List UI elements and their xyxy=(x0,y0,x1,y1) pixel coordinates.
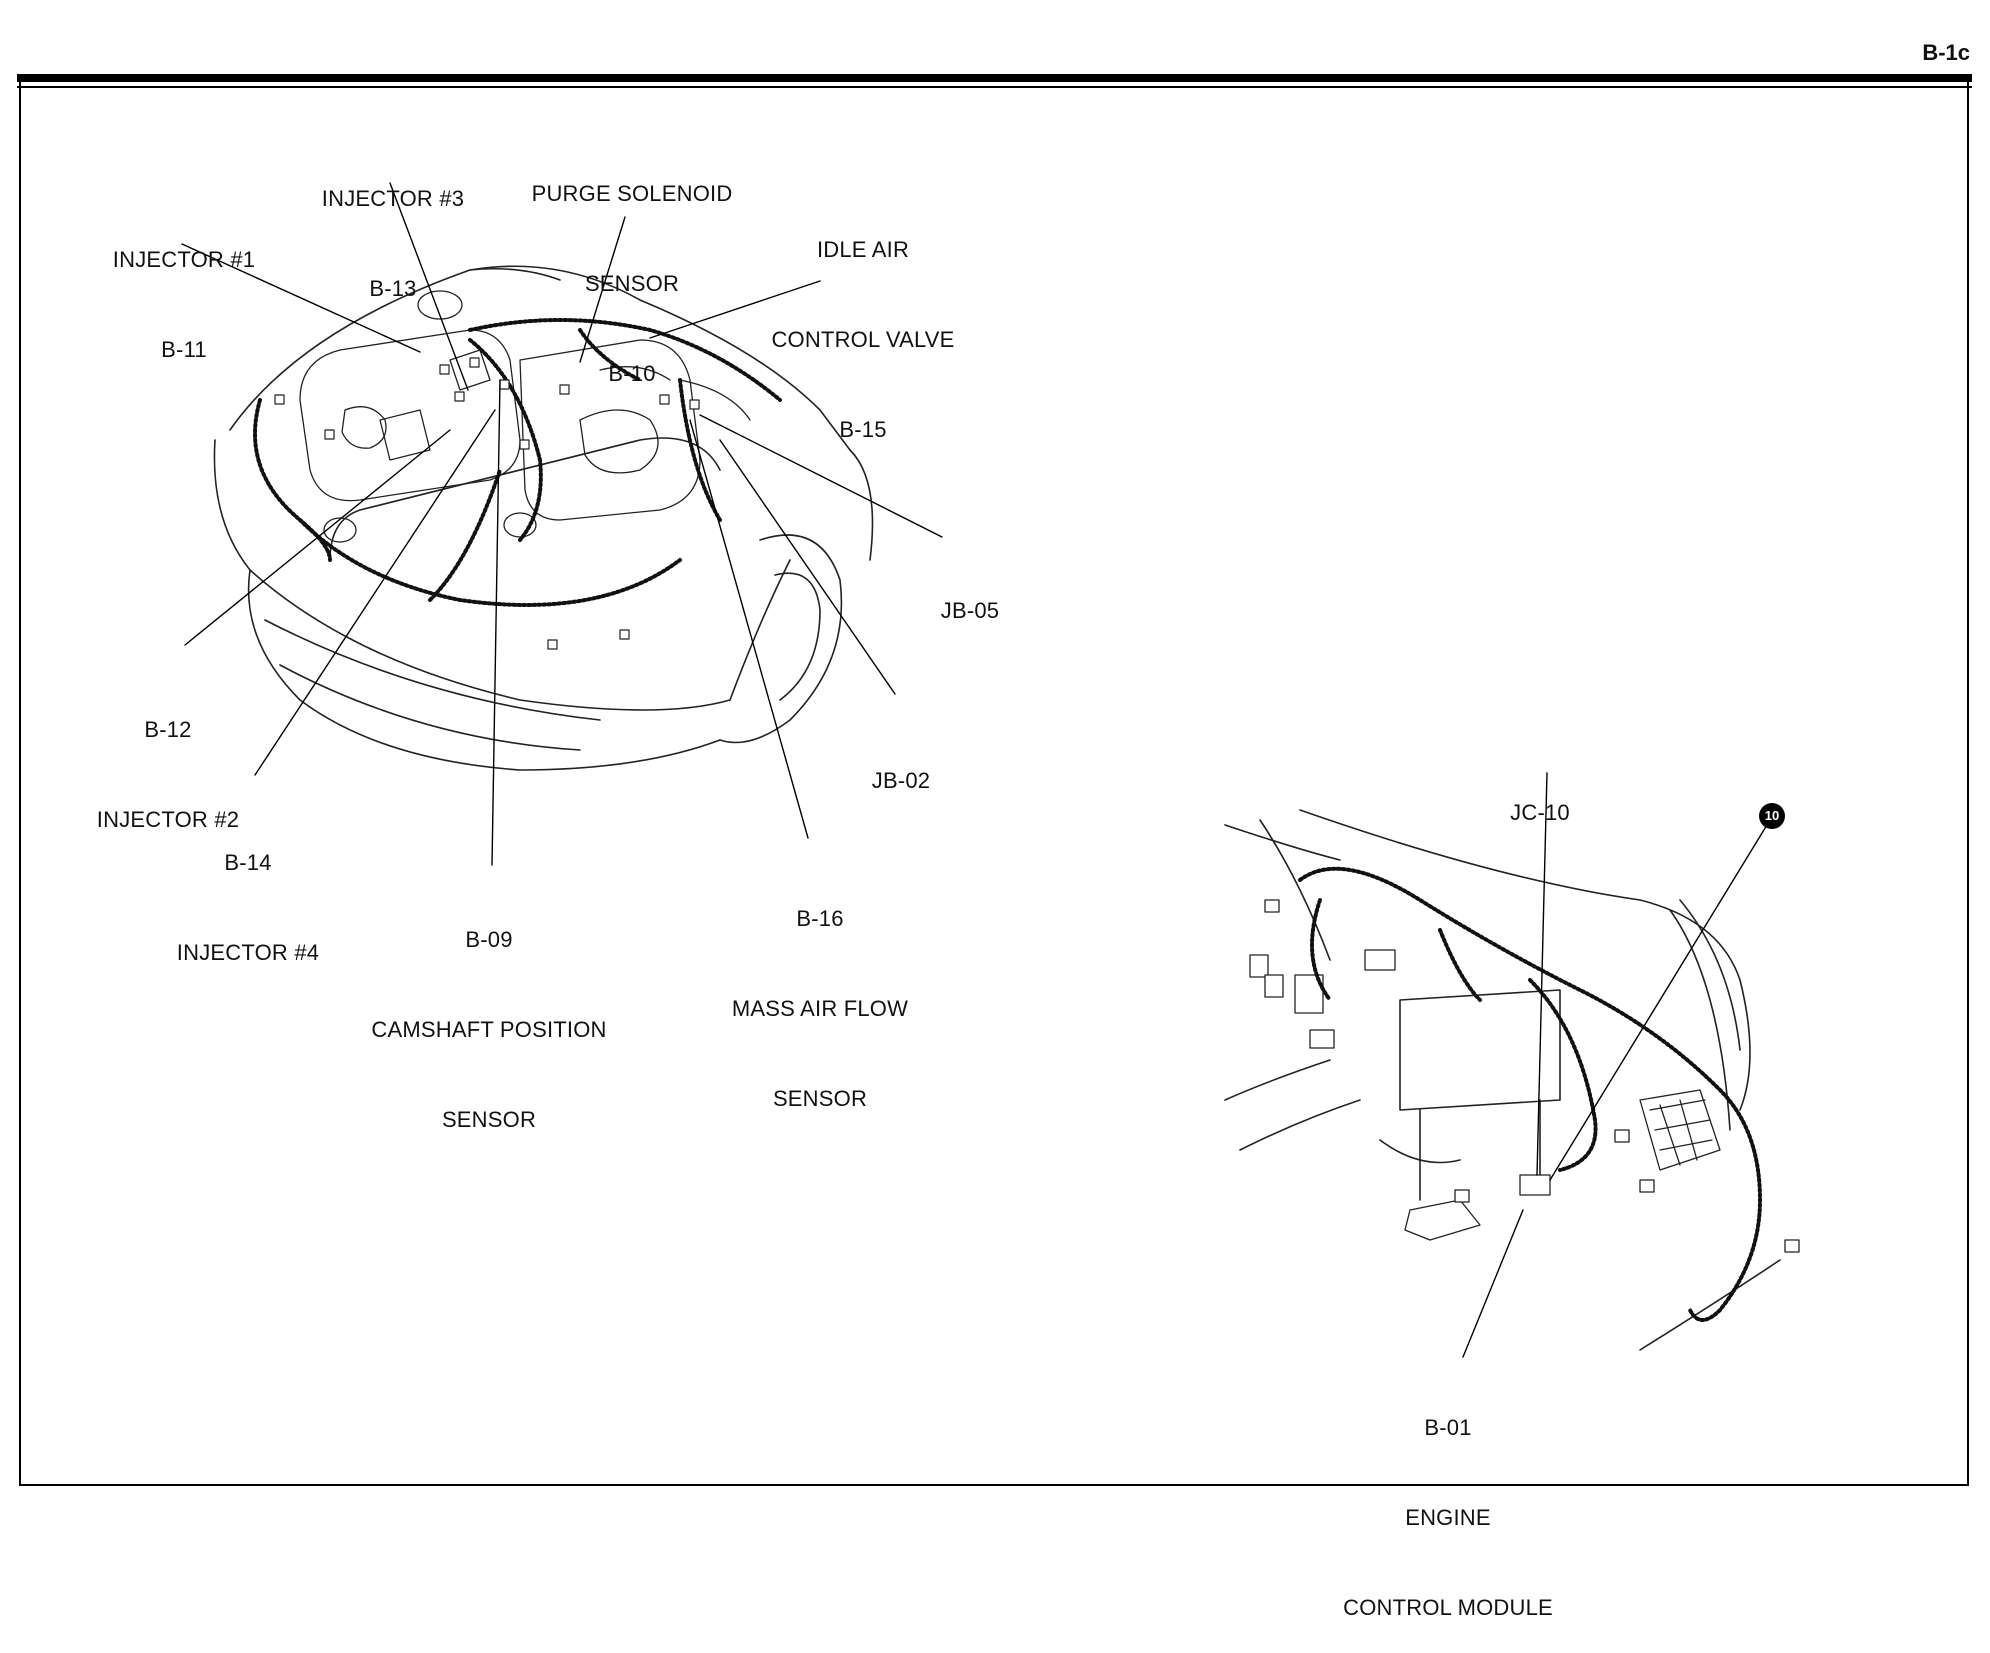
callout-purge-solenoid-sensor: PURGE SOLENOID SENSOR B-10 xyxy=(531,181,733,386)
callout-injector-2: B-12 INJECTOR #2 xyxy=(96,717,240,832)
callout-jb-05: JB-05 xyxy=(940,598,1000,623)
callout-jb-02: JB-02 xyxy=(871,768,931,793)
engine-harness xyxy=(253,318,782,607)
callout-injector-4: B-14 INJECTOR #4 xyxy=(176,850,320,965)
interior-components xyxy=(1249,899,1800,1253)
interior-body-outline xyxy=(1224,809,1781,1351)
callout-injector-1: INJECTOR #1 B-11 xyxy=(112,247,256,362)
callout-camshaft-position-sensor: B-09 CAMSHAFT POSITION SENSOR xyxy=(371,927,607,1132)
interior-harness xyxy=(1298,866,1762,1322)
page-number: B-1c xyxy=(1922,40,1970,65)
interior-leader-lines xyxy=(1462,772,1771,1358)
view-number-badge: 10 xyxy=(1759,803,1785,829)
callout-jc-10: JC-10 xyxy=(1510,800,1570,825)
callout-idle-air-control-valve: IDLE AIR CONTROL VALVE B-15 xyxy=(771,237,955,442)
header-rule-thin xyxy=(17,86,1972,88)
engine-leader-lines xyxy=(181,182,943,866)
car-body-outline xyxy=(213,265,874,771)
wiring-diagram-drawing xyxy=(181,182,1800,1358)
header-rule xyxy=(17,74,1972,82)
callout-engine-control-module: B-01 ENGINE CONTROL MODULE xyxy=(1343,1415,1553,1620)
callout-injector-3: INJECTOR #3 B-13 xyxy=(321,186,465,301)
diagram-frame xyxy=(19,74,1969,1486)
callout-mass-air-flow-sensor: B-16 MASS AIR FLOW SENSOR xyxy=(731,906,909,1111)
